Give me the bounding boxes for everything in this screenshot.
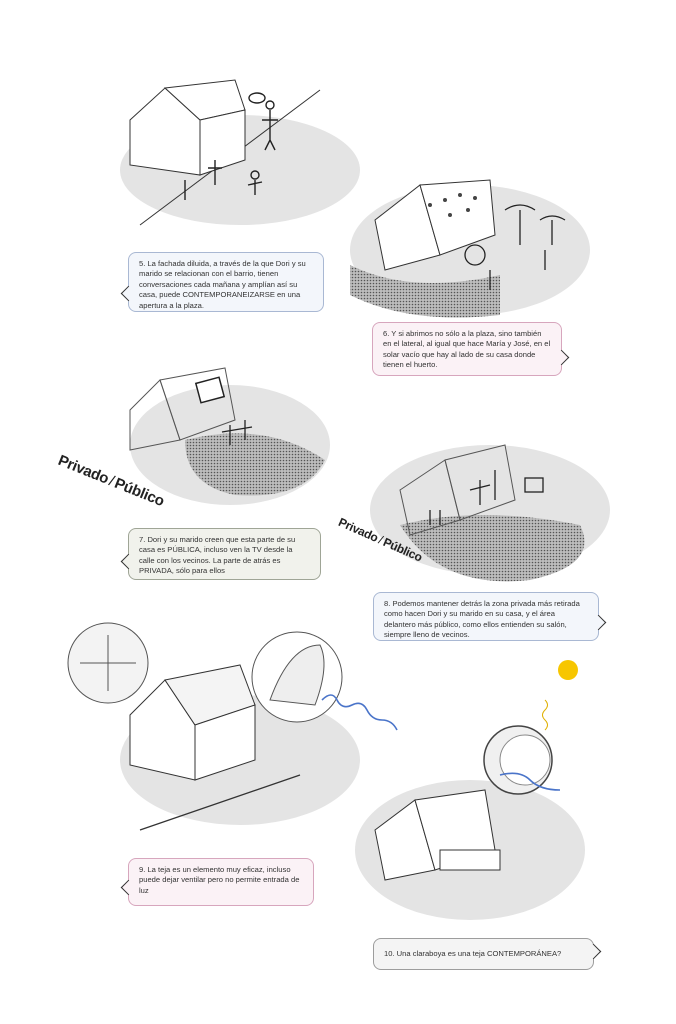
- caption-10: 10. Una claraboya es una teja CONTEMPORÁ…: [373, 938, 602, 970]
- scene-9-tile: [67, 622, 398, 831]
- scene-10-skylight: [355, 660, 585, 920]
- caption-text: 9. La teja es un elemento muy eficaz, in…: [139, 865, 300, 895]
- scene-5-facade: [120, 79, 360, 226]
- sun-icon: [558, 660, 578, 680]
- caption-text: 6. Y si abrimos no sólo a la plaza, sino…: [383, 329, 551, 370]
- caption-9: 9. La teja es un elemento muy eficaz, in…: [120, 858, 314, 906]
- caption-text: 7. Dori y su marido creen que esta parte…: [139, 535, 296, 576]
- caption-text: 8. Podemos mantener detrás la zona priva…: [384, 599, 580, 640]
- caption-text: 10. Una claraboya es una teja CONTEMPORÁ…: [384, 949, 562, 958]
- scene-7-public-private: [129, 367, 330, 505]
- caption-text: 5. La fachada diluida, a través de la qu…: [139, 259, 306, 310]
- caption-8: 8. Podemos mantener detrás la zona priva…: [373, 592, 607, 641]
- caption-7: 7. Dori y su marido creen que esta parte…: [120, 528, 321, 580]
- caption-5: 5. La fachada diluida, a través de la qu…: [120, 252, 324, 312]
- caption-6: 6. Y si abrimos no sólo a la plaza, sino…: [372, 322, 570, 376]
- scene-8-zones: [370, 444, 610, 582]
- scene-6-lateral: [350, 179, 590, 318]
